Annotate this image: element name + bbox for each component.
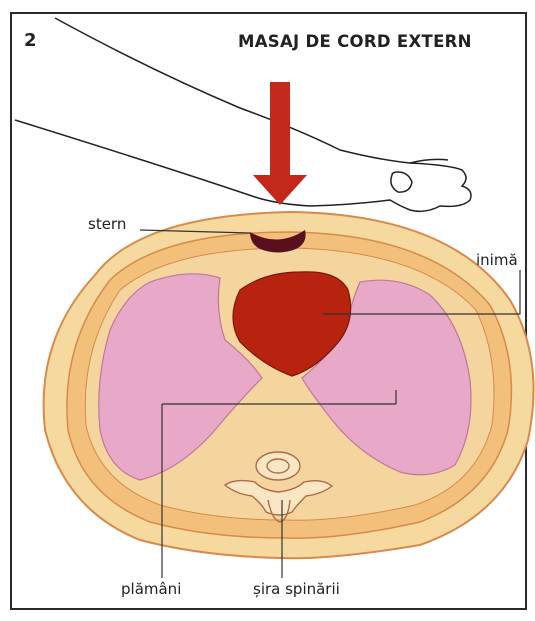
label-plamani: plămâni: [121, 580, 181, 598]
compression-arrow: [253, 82, 307, 205]
panel-number: 2: [24, 30, 37, 51]
label-sira-spinarii: șira spinării: [253, 580, 340, 598]
diagram-title: MASAJ DE CORD EXTERN: [238, 32, 472, 51]
label-stern: stern: [88, 215, 126, 233]
label-inima: inimă: [476, 251, 518, 269]
